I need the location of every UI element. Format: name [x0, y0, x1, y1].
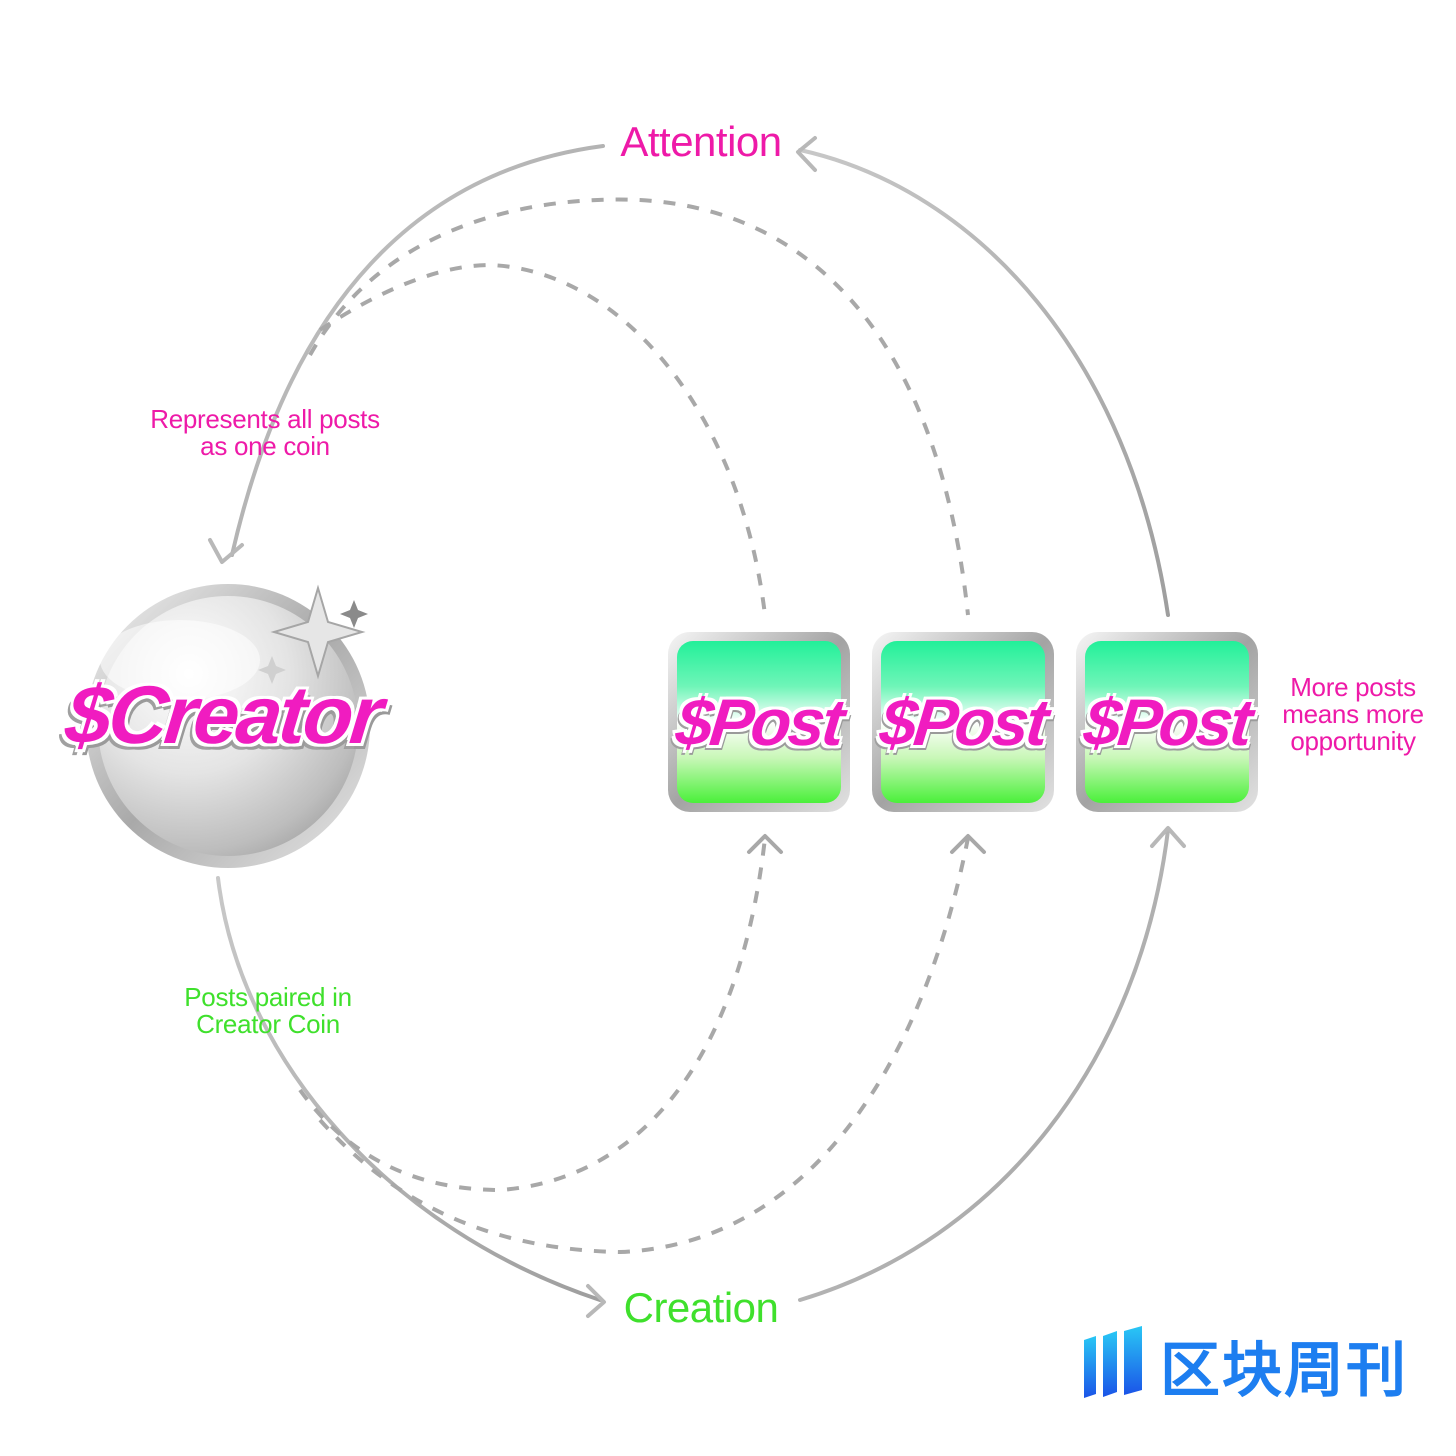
block-weekly-logo-icon [1084, 1326, 1142, 1398]
watermark-text: 区块周刊 [1160, 1336, 1408, 1406]
dashed-path-top-outer [308, 197, 970, 616]
paired-label: Posts paired in Creator Coin [184, 982, 352, 1039]
arrowhead-up-icon [950, 834, 986, 854]
more-posts-label: More posts means more opportunity [1282, 672, 1424, 756]
represents-label: Represents all posts as one coin [150, 404, 380, 461]
dashed-path-bottom-inner [298, 837, 767, 1193]
dashed-path-top-inner [318, 262, 767, 616]
loop-arc-top-left [230, 144, 605, 557]
arrowhead-down-icon [208, 538, 244, 564]
arrowhead-right-icon [586, 1284, 606, 1318]
arrowhead-up-icon [747, 834, 783, 854]
sparkle-icon [258, 584, 368, 684]
creation-label: Creation [623, 1284, 779, 1331]
loop-arc-bottom-right [798, 828, 1170, 1302]
creator-coin-label: $Creator [61, 670, 385, 761]
post-tile-1 [668, 632, 850, 812]
post-tile-2 [872, 632, 1054, 812]
arrowhead-up-icon [1150, 826, 1186, 848]
loop-arc-right [798, 148, 1170, 617]
dashed-path-bottom-outer [318, 837, 970, 1255]
attention-label: Attention [620, 118, 782, 165]
post-coin-label: $Post [876, 685, 1050, 759]
post-coin-label: $Post [672, 685, 846, 759]
loop-arc-bottom-left [216, 876, 602, 1302]
post-coin-label: $Post [1080, 685, 1254, 759]
post-tile-3 [1076, 632, 1258, 812]
creator-coin [86, 584, 370, 868]
arrowhead-left-icon [796, 136, 817, 172]
